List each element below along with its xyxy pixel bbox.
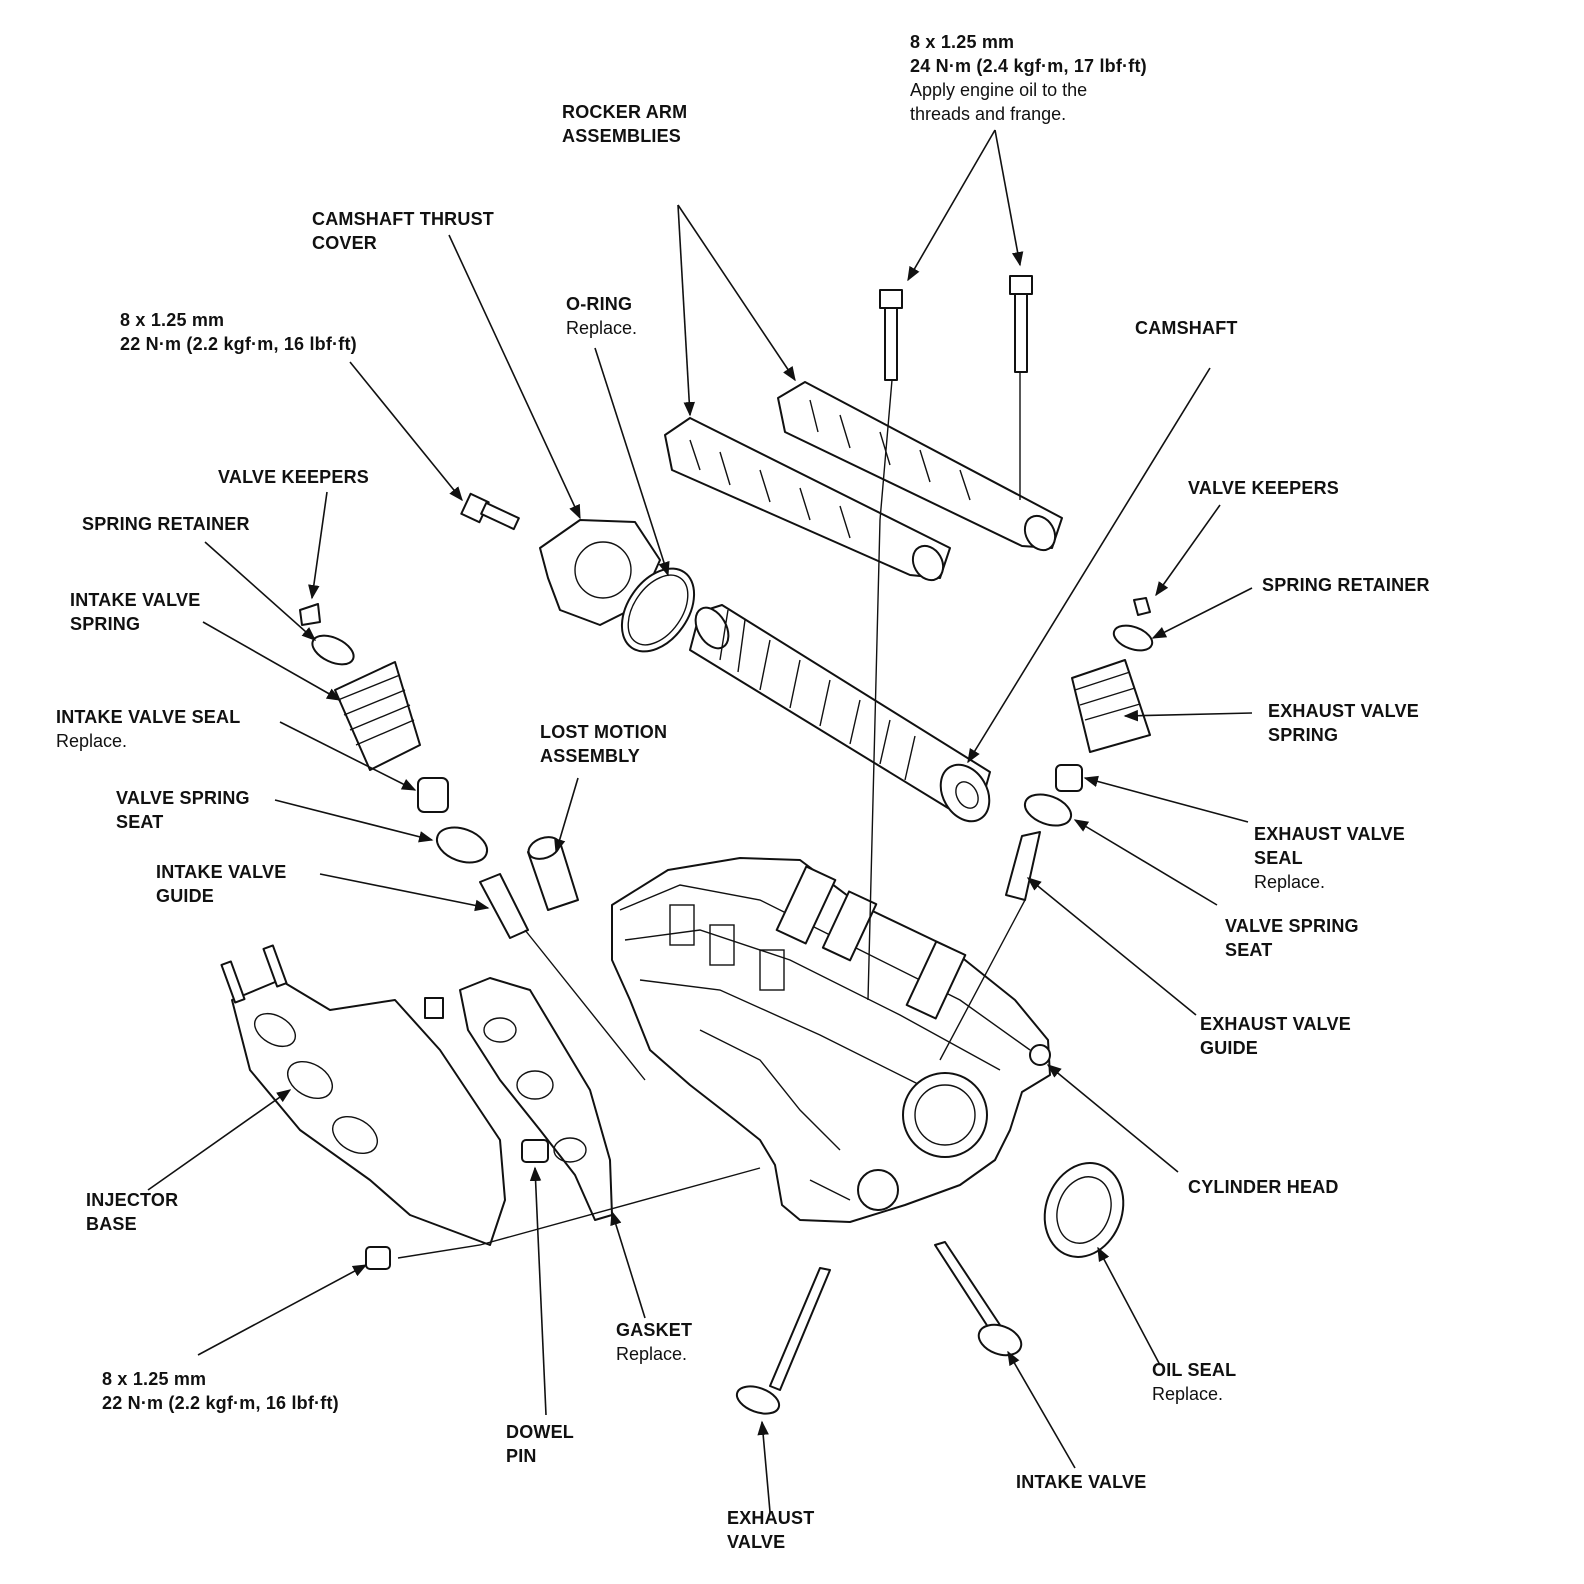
- spring-retainer-left-label: SPRING RETAINER: [82, 514, 250, 534]
- valve-keepers-left-label: VALVE KEEPERS: [218, 467, 369, 487]
- exhaust-valve-seal-label: EXHAUST VALVE SEAL Replace.: [1254, 824, 1405, 892]
- valve-keepers-right-label: VALVE KEEPERS: [1188, 478, 1339, 498]
- thrust-bolt-label: 8 x 1.25 mm 22 N·m (2.2 kgf·m, 16 lbf·ft…: [120, 310, 357, 354]
- gasket-label: GASKET Replace.: [616, 1320, 693, 1364]
- injector-base-part: [220, 944, 506, 1246]
- oil-seal-part: [1043, 1162, 1125, 1258]
- intake-valve-seal-label: INTAKE VALVE SEAL Replace.: [56, 707, 241, 751]
- cylinder-head-label: CYLINDER HEAD: [1188, 1177, 1339, 1197]
- oil-seal-label: OIL SEAL Replace.: [1152, 1360, 1237, 1404]
- thrust-bolt-part: [460, 492, 520, 531]
- exhaust-valve-part: [735, 1267, 831, 1415]
- injector-base-label: INJECTOR BASE: [86, 1190, 179, 1234]
- gasket-part: [459, 977, 613, 1221]
- rocker-bolt-label: 8 x 1.25 mm 24 N·m (2.4 kgf·m, 17 lbf·ft…: [910, 32, 1147, 124]
- intake-valve-stack-part: [299, 603, 529, 939]
- spring-retainer-right-label: SPRING RETAINER: [1262, 575, 1430, 595]
- leader-lines: [147, 129, 1253, 1513]
- intake-valve-guide-label: INTAKE VALVE GUIDE: [156, 862, 287, 906]
- dowel-pin-label: DOWEL PIN: [506, 1422, 574, 1466]
- lost-motion-assembly-part: [527, 836, 579, 911]
- camshaft-label: CAMSHAFT: [1135, 318, 1238, 338]
- rocker-arm-assemblies-part: [664, 381, 1063, 582]
- o-ring-part: [620, 567, 696, 653]
- rocker-bolts-part: [879, 275, 1033, 381]
- valve-spring-seat-left-label: VALVE SPRING SEAT: [116, 788, 250, 832]
- intake-valve-part: [934, 1241, 1023, 1357]
- cylinder-head-part: [611, 857, 1051, 1223]
- injector-nut-part: [365, 1246, 391, 1270]
- injector-nut-label: 8 x 1.25 mm 22 N·m (2.2 kgf·m, 16 lbf·ft…: [102, 1369, 339, 1413]
- o-ring-label: O-RING Replace.: [566, 294, 638, 338]
- lost-motion-assembly-label: LOST MOTION ASSEMBLY: [540, 722, 668, 766]
- camshaft-thrust-cover-label: CAMSHAFT THRUST COVER: [312, 209, 494, 253]
- intake-valve-spring-label: INTAKE VALVE SPRING: [70, 590, 201, 634]
- rocker-arm-assemblies-label: ROCKER ARM ASSEMBLIES: [562, 102, 688, 146]
- valve-spring-seat-right-label: VALVE SPRING SEAT: [1225, 916, 1359, 960]
- dowel-pin-part: [521, 1139, 549, 1163]
- exhaust-valve-label: EXHAUST VALVE: [727, 1508, 815, 1552]
- exhaust-valve-stack-part: [1005, 597, 1154, 901]
- intake-valve-label: INTAKE VALVE: [1016, 1472, 1147, 1492]
- exhaust-valve-spring-label: EXHAUST VALVE SPRING: [1268, 701, 1419, 745]
- exhaust-valve-guide-label: EXHAUST VALVE GUIDE: [1200, 1014, 1351, 1058]
- camshaft-part: [689, 604, 991, 823]
